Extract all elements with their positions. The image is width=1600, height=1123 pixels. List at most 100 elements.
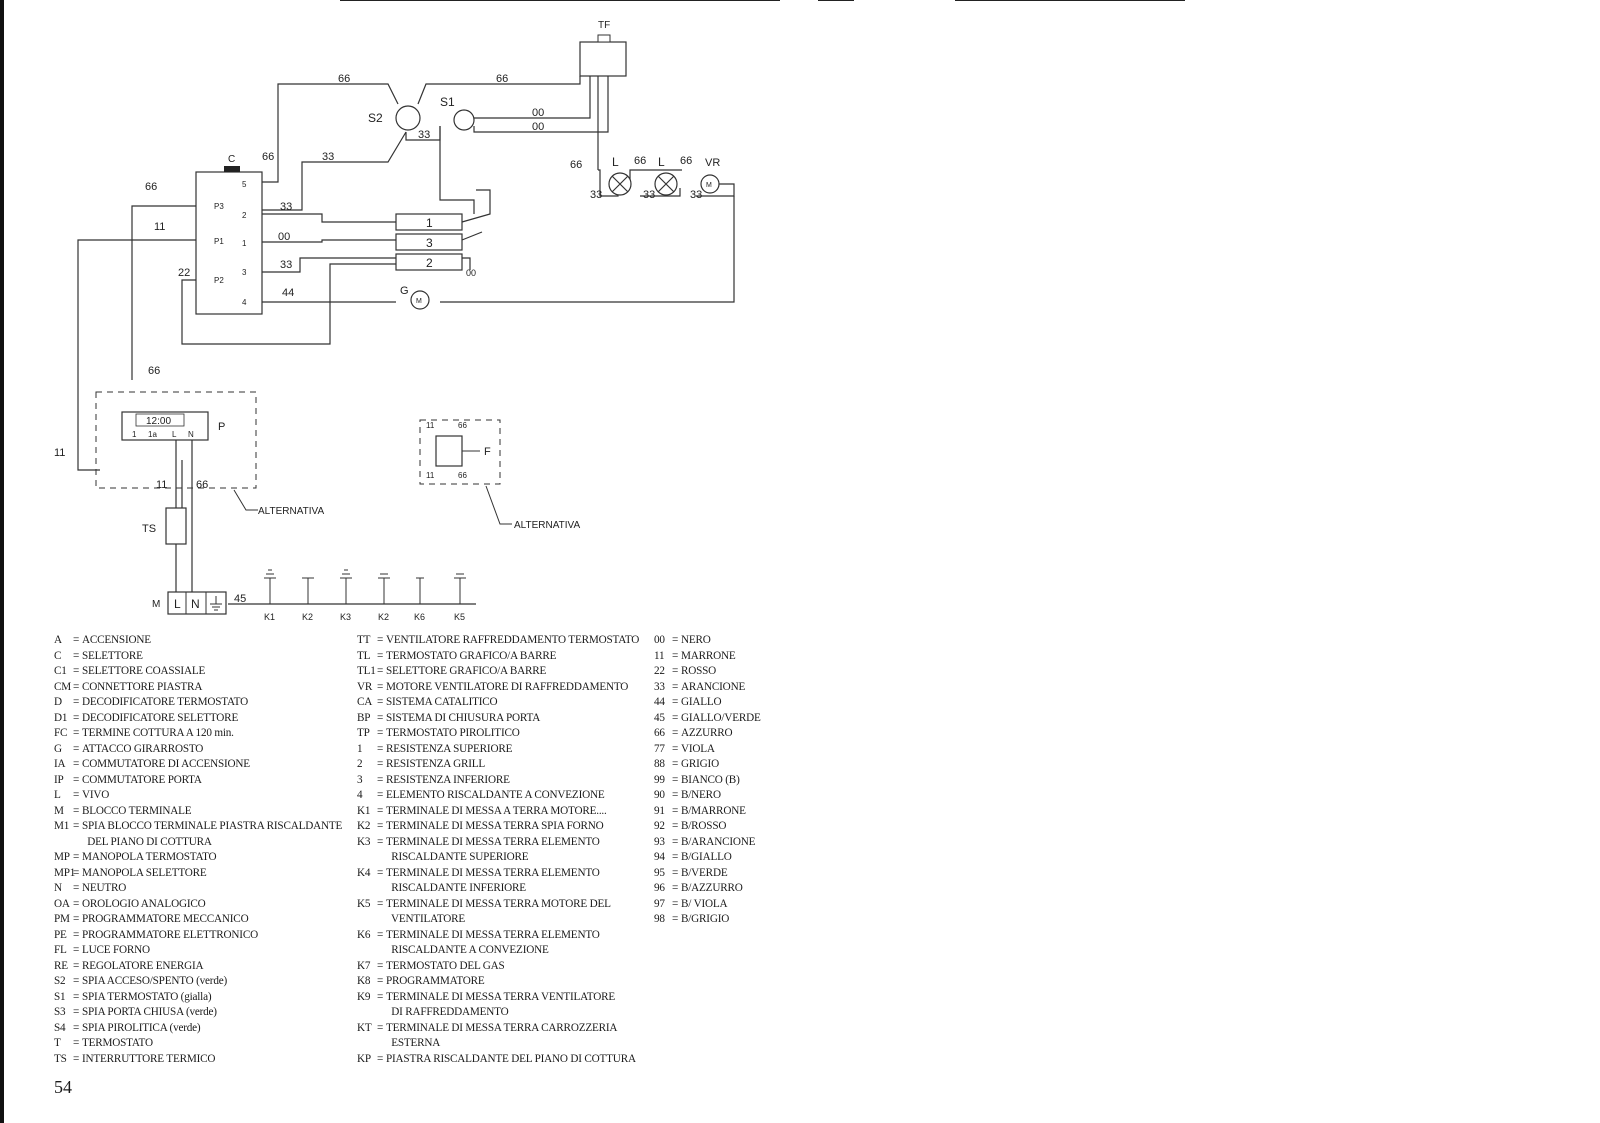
- legend-code: IP: [54, 773, 64, 786]
- earth-k2b: K2: [378, 612, 389, 620]
- lamp-cross-icon: [611, 175, 629, 193]
- legend-description: OROLOGIO ANALOGICO: [82, 897, 206, 910]
- legend-equals: =: [672, 913, 679, 925]
- legend-code: 33: [654, 680, 665, 693]
- legend-code: MP: [54, 851, 70, 863]
- legend-entry: K8=PROGRAMMATORE: [357, 974, 639, 990]
- legend-entry: TS=INTERRUTTORE TERMICO: [54, 1052, 342, 1068]
- legend-description: SELETTORE: [82, 649, 143, 662]
- legend-equals: =: [73, 1037, 80, 1049]
- legend-code: G: [54, 742, 62, 755]
- legend-code: K3: [357, 835, 371, 848]
- legend-equals: =: [672, 804, 679, 817]
- legend-description: B/ VIOLA: [681, 897, 728, 910]
- legend-entry: 33=ARANCIONE: [654, 680, 761, 696]
- legend-description: B/ROSSO: [681, 820, 727, 832]
- fan-label: VR: [705, 157, 720, 169]
- legend-entry: DEL PIANO DI COTTURA: [54, 835, 342, 851]
- legend-description: NERO: [681, 634, 711, 646]
- clock-pin-l: L: [172, 430, 177, 439]
- pin-p1-label: P1: [214, 237, 224, 246]
- legend-code: [357, 1005, 377, 1021]
- legend-description: TERMINE COTTURA A 120 min.: [82, 727, 234, 739]
- legend-equals: [377, 1036, 386, 1052]
- legend-description: COMMUTATORE DI ACCENSIONE: [82, 758, 250, 770]
- legend-description: B/NERO: [681, 789, 721, 801]
- motor-symbol: M: [416, 298, 422, 305]
- legend-equals: =: [377, 649, 384, 662]
- legend-description: TERMINALE DI MESSA TERRA CARROZZERIA: [386, 1021, 618, 1034]
- legend-entry: 92=B/ROSSO: [654, 819, 761, 835]
- clock-pin-n: N: [188, 430, 194, 439]
- clock-pin-1: 1: [132, 430, 137, 439]
- alternativa-leader: [485, 485, 512, 525]
- legend-description: SELETTORE COASSIALE: [82, 665, 206, 677]
- legend-entry: K3=TERMINALE DI MESSA TERRA ELEMENTO: [357, 835, 639, 851]
- legend-code: OA: [54, 897, 70, 910]
- legend-description: SISTEMA DI CHIUSURA PORTA: [386, 711, 541, 724]
- fuse-label: F: [484, 446, 491, 458]
- legend-equals: =: [73, 866, 80, 879]
- legend-code: S4: [54, 1021, 66, 1034]
- earth-terminal-labels: K1 K2 K3 K2 K6 K5: [264, 612, 465, 620]
- legend-equals: =: [377, 696, 384, 708]
- legend-entry: S4=SPIA PIROLITICA (verde): [54, 1021, 342, 1037]
- legend-description: SISTEMA CATALITICO: [386, 696, 498, 708]
- legend-description: PROGRAMMATORE: [386, 975, 485, 987]
- legend-description: RISCALDANTE A CONVEZIONE: [386, 944, 549, 956]
- wire-label: 66: [634, 155, 646, 167]
- wire-label: 33: [280, 201, 292, 213]
- resistor-2-label: 2: [426, 256, 433, 270]
- legend-code: K6: [357, 928, 371, 941]
- selector-knob-marker: [224, 166, 240, 172]
- wire-label: 11: [154, 221, 165, 233]
- legend-code: 94: [654, 851, 665, 863]
- legend-description: B/AZZURRO: [681, 882, 743, 894]
- legend-description: BIANCO (B): [681, 773, 740, 786]
- legend-entry: FL=LUCE FORNO: [54, 943, 342, 959]
- pin-1-label: 1: [242, 239, 247, 248]
- legend-code: A: [54, 634, 62, 646]
- thermal-switch: [165, 507, 187, 545]
- legend-description: ROSSO: [681, 665, 717, 677]
- legend-equals: =: [73, 634, 80, 646]
- legend-equals: [73, 835, 82, 851]
- legend-code: 77: [654, 742, 665, 755]
- legend-equals: =: [377, 742, 384, 755]
- legend-code: MP1: [54, 866, 76, 879]
- top-rule: [818, 0, 854, 1]
- pin-p3-label: P3: [214, 202, 224, 211]
- legend-entry: RISCALDANTE A CONVEZIONE: [357, 943, 639, 959]
- wire-label: 66: [148, 365, 160, 377]
- legend-description: PROGRAMMATORE MECCANICO: [82, 913, 249, 925]
- legend-code: 22: [654, 665, 665, 677]
- legend-description: B/MARRONE: [681, 804, 746, 817]
- legend-equals: =: [73, 882, 80, 894]
- legend-entry: 90=B/NERO: [654, 788, 761, 804]
- legend-entry: T=TERMOSTATO: [54, 1036, 342, 1052]
- legend-entry: OA=OROLOGIO ANALOGICO: [54, 897, 342, 913]
- wire-label: 66: [458, 471, 467, 480]
- legend-equals: =: [73, 928, 80, 941]
- pin-4-label: 4: [242, 298, 247, 307]
- legend-description: BLOCCO TERMINALE: [82, 804, 192, 817]
- legend-description: ACCENSIONE: [82, 634, 151, 646]
- clock-display: [135, 413, 185, 427]
- legend-code: [357, 912, 377, 928]
- legend-code: KT: [357, 1021, 372, 1034]
- legend-equals: =: [377, 727, 384, 739]
- wire-labels: 66 66 66 66 66 66 66 66 66 66 66 33 33 3…: [54, 73, 702, 605]
- legend-code: 91: [654, 804, 665, 817]
- s2-indicator-lamp: [395, 105, 421, 131]
- legend-code: 4: [357, 789, 363, 801]
- legend-description: TERMINALE DI MESSA TERRA SPIA FORNO: [386, 820, 604, 832]
- resistor-3-label: 3: [426, 236, 433, 250]
- lamp-2-label: L: [658, 155, 665, 169]
- legend-entry: 93=B/ARANCIONE: [654, 835, 761, 851]
- legend-equals: =: [73, 665, 80, 677]
- legend-description: SPIA PORTA CHIUSA (verde): [82, 1006, 217, 1018]
- legend-description: B/VERDE: [681, 866, 728, 879]
- legend-entry: PE=PROGRAMMATORE ELETTRONICO: [54, 928, 342, 944]
- legend-code: TP: [357, 727, 370, 739]
